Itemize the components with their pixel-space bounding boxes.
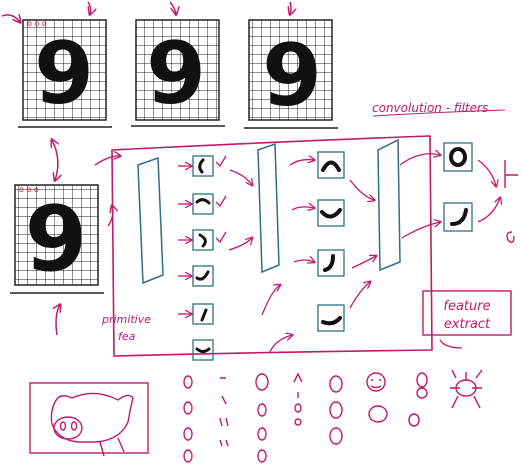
feature-label-2: extract xyxy=(444,317,491,332)
digit-label: 9 xyxy=(146,24,206,124)
primitive-doodles xyxy=(183,369,483,463)
input-arrow xyxy=(107,206,113,227)
conv-plane-2 xyxy=(257,142,280,274)
feature-extract-box xyxy=(422,290,512,336)
digit-grid-left: o o o 9 xyxy=(10,184,104,294)
digit-label: 9 xyxy=(34,24,94,124)
input-arrow xyxy=(94,156,120,166)
pig-face-sketch xyxy=(29,382,149,457)
flow-arrows xyxy=(228,154,518,353)
index-marks: o o o xyxy=(19,185,39,194)
primitive-label-2: fea xyxy=(118,330,136,343)
primitive-feature-column xyxy=(178,155,227,361)
network-boundary xyxy=(111,135,433,357)
mid-feature-column xyxy=(317,151,345,332)
link-arrow xyxy=(52,140,58,180)
index-marks: o o o xyxy=(27,19,47,28)
primitive-label-1: primitive xyxy=(101,313,151,326)
digit-label: 9 xyxy=(25,187,88,292)
conv-plane-3 xyxy=(377,138,401,272)
digit-label: 9 xyxy=(262,26,322,126)
feature-label-1: feature xyxy=(443,299,490,314)
digit-grid-top-1: o o o 9 xyxy=(18,19,112,128)
filters-underline xyxy=(372,109,506,117)
high-feature-column xyxy=(443,142,473,232)
conv-plane-1 xyxy=(137,156,164,285)
digit-grid-top-3: 9 xyxy=(244,19,338,129)
up-arrow xyxy=(56,305,60,336)
feature-arrow xyxy=(439,339,463,349)
conv-layers xyxy=(137,138,401,285)
digit-grid-top-2: 9 xyxy=(131,19,225,127)
top-arrows xyxy=(1,1,291,22)
